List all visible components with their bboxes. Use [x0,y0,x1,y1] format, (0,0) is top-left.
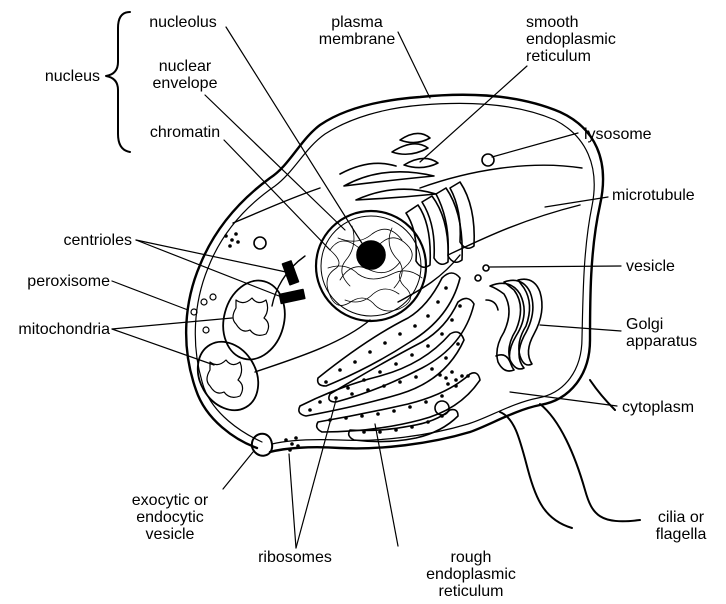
mitochondrion [215,274,294,367]
smooth-er [340,133,438,200]
microtubule-strand-5 [255,320,370,372]
peroxisome [191,294,216,333]
label-cytoplasm: cytoplasm [622,399,694,416]
label-lysosome: lysosome [584,126,652,143]
label-chromatin: chromatin [126,124,244,141]
label-peroxisome: peroxisome [4,273,110,290]
exocytic-vesicle-pit [252,434,272,456]
lysosome [482,154,494,166]
plasma-membrane-inner [195,103,594,444]
vesicle-3 [483,265,489,271]
label-nuclear-envelope: nuclear envelope [130,58,240,92]
label-microtubule: microtubule [612,187,695,204]
label-centrioles: centrioles [4,232,132,249]
vesicle-4 [475,275,481,281]
label-nucleolus: nucleolus [128,14,238,31]
microtubule-strand-6 [398,255,460,302]
golgi-apparatus [486,279,542,371]
plasma-membrane [186,95,603,452]
free-ribosomes [224,232,464,452]
label-cilia: cilia or flagella [636,509,726,543]
centriole [282,261,298,285]
label-plasma-membrane: plasma membrane [300,14,414,48]
label-mitochondria: mitochondria [0,321,110,338]
label-exocytic-vesicle: exocytic or endocytic vesicle [100,492,240,543]
label-golgi: Golgi apparatus [626,316,697,350]
label-smooth-er: smooth endoplasmic reticulum [526,14,646,65]
microtubule-strand-2 [420,165,582,188]
vesicle [254,237,266,249]
cilia-flagella-2 [540,404,640,521]
label-ribosomes: ribosomes [240,549,350,566]
rough-er-upper [406,182,474,267]
label-vesicle: vesicle [626,258,675,275]
label-nucleus: nucleus [16,68,100,85]
label-rough-er: rough endoplasmic reticulum [406,549,536,600]
nucleolus [357,241,385,269]
